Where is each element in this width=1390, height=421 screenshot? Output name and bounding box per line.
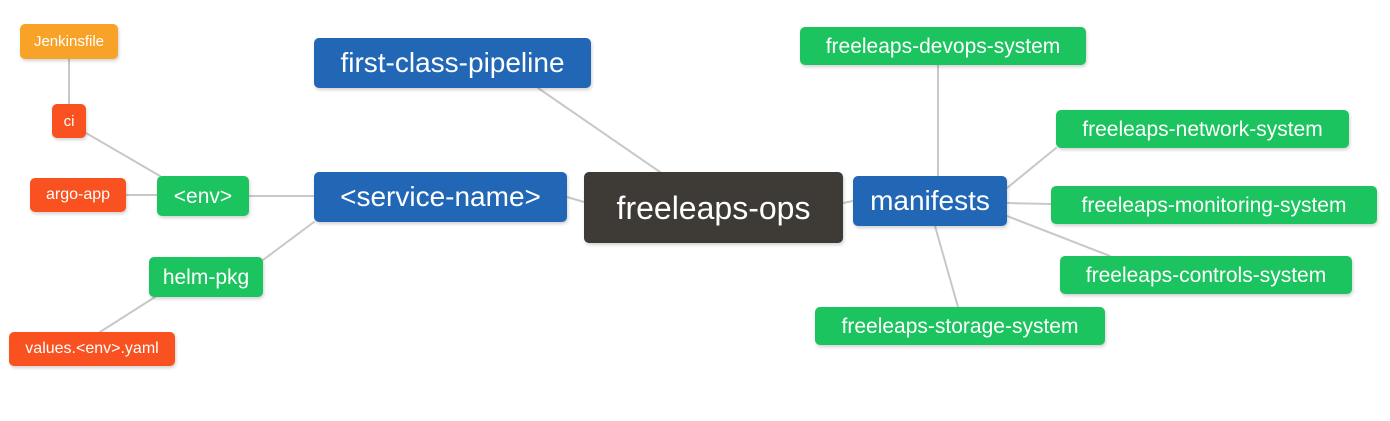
node-label-service-name: <service-name>	[340, 181, 541, 212]
edge-service-name-ops	[566, 196, 585, 203]
node-first-class-pipeline[interactable]: first-class-pipeline	[314, 38, 591, 88]
node-label-first-class-pipeline: first-class-pipeline	[340, 47, 565, 78]
edge-manifests-monitoring	[1006, 202, 1052, 205]
node-label-freeleaps-network-system: freeleaps-network-system	[1082, 117, 1323, 141]
node-label-freeleaps-ops: freeleaps-ops	[616, 189, 811, 226]
edge-ops-manifests	[842, 200, 854, 204]
edge-manifests-storage	[934, 225, 959, 308]
node-label-manifests: manifests	[870, 185, 990, 216]
node-label-ci: ci	[63, 112, 75, 130]
node-freeleaps-network-system[interactable]: freeleaps-network-system	[1056, 110, 1349, 148]
node-label-helm-pkg: helm-pkg	[162, 265, 250, 289]
node-helm-pkg[interactable]: helm-pkg	[149, 257, 263, 297]
edge-service-name-helm-pkg	[262, 221, 315, 261]
node-label-freeleaps-monitoring-system: freeleaps-monitoring-system	[1081, 193, 1347, 217]
node-label-env: <env>	[173, 184, 233, 208]
edge-pipeline-ops	[537, 87, 661, 173]
node-freeleaps-devops-system[interactable]: freeleaps-devops-system	[800, 27, 1086, 65]
node-manifests[interactable]: manifests	[853, 176, 1007, 226]
node-freeleaps-ops[interactable]: freeleaps-ops	[584, 172, 843, 243]
node-freeleaps-storage-system[interactable]: freeleaps-storage-system	[815, 307, 1105, 345]
node-values-yaml[interactable]: values.<env>.yaml	[9, 332, 175, 366]
node-label-freeleaps-storage-system: freeleaps-storage-system	[841, 314, 1079, 338]
node-argo-app[interactable]: argo-app	[30, 178, 126, 212]
edge-ci-env	[85, 132, 161, 177]
node-label-jenkinsfile: Jenkinsfile	[33, 33, 105, 50]
node-jenkinsfile[interactable]: Jenkinsfile	[20, 24, 118, 59]
node-service-name[interactable]: <service-name>	[314, 172, 567, 222]
node-env[interactable]: <env>	[157, 176, 249, 216]
node-label-values-yaml: values.<env>.yaml	[25, 340, 159, 357]
node-ci[interactable]: ci	[52, 104, 86, 138]
node-label-freeleaps-controls-system: freeleaps-controls-system	[1085, 263, 1327, 287]
edge-manifests-network	[1006, 147, 1057, 189]
node-freeleaps-monitoring-system[interactable]: freeleaps-monitoring-system	[1051, 186, 1377, 224]
node-label-freeleaps-devops-system: freeleaps-devops-system	[825, 34, 1061, 58]
node-freeleaps-controls-system[interactable]: freeleaps-controls-system	[1060, 256, 1352, 294]
node-label-argo-app: argo-app	[45, 186, 111, 203]
edge-helm-pkg-values-yaml	[99, 296, 156, 333]
